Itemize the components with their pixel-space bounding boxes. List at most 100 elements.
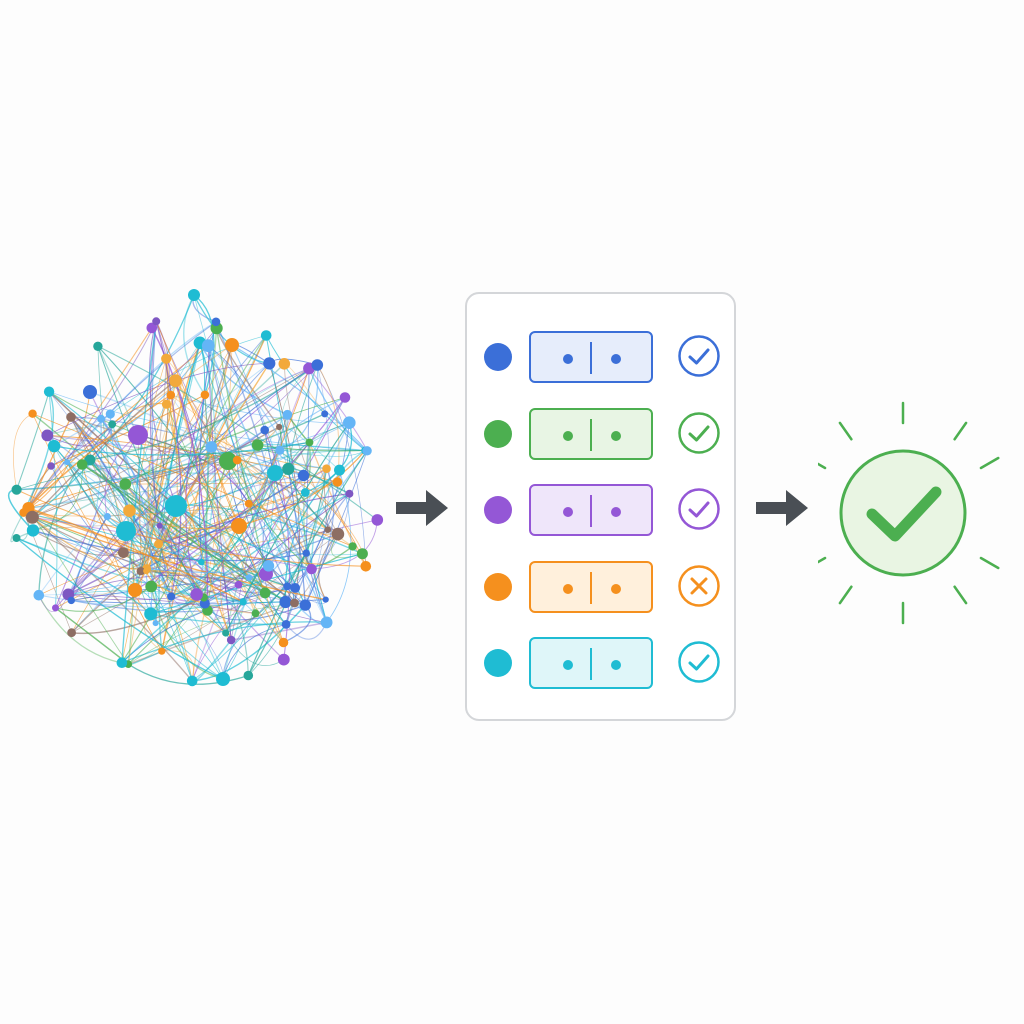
arrow-right-icon — [756, 490, 808, 526]
network-edge — [31, 516, 147, 570]
network-node — [26, 524, 40, 537]
network-edge — [174, 380, 284, 643]
network-edge — [107, 510, 339, 535]
network-node — [332, 477, 343, 487]
network-edge — [175, 342, 206, 507]
network-edge — [129, 510, 250, 579]
network-edge — [67, 459, 238, 595]
network-edge — [104, 434, 139, 517]
network-edge — [125, 397, 346, 485]
network-edge — [140, 570, 266, 594]
success-ray — [953, 421, 968, 441]
network-edge — [125, 483, 287, 625]
network-node — [152, 317, 161, 326]
network-edge — [211, 446, 339, 535]
pill-dot-right — [611, 507, 621, 517]
check-circle-icon — [678, 335, 720, 377]
network-node — [47, 462, 55, 470]
network-node — [290, 583, 300, 593]
network-node — [64, 459, 71, 466]
network-node — [348, 542, 357, 551]
network-edge — [195, 342, 217, 595]
network-node — [251, 439, 264, 451]
network-edge — [28, 507, 244, 603]
arrow-right-shape — [756, 490, 808, 526]
network-edge — [175, 380, 339, 535]
network-edge — [47, 434, 338, 483]
network-edge — [121, 621, 327, 664]
network-node — [145, 580, 158, 593]
network-edge — [23, 321, 217, 513]
network-edge — [287, 364, 318, 469]
network-edge — [236, 460, 306, 606]
network-node — [201, 339, 215, 353]
success-rays — [818, 401, 1000, 625]
check-circle-icon — [678, 641, 720, 683]
network-edge — [55, 434, 139, 609]
network-node — [278, 637, 289, 648]
network-edge — [238, 368, 310, 527]
network-edge — [71, 570, 142, 634]
checklist-row — [467, 635, 734, 691]
network-node — [154, 539, 164, 549]
network-node — [343, 416, 356, 429]
network-edge — [150, 335, 267, 587]
pill-divider — [590, 419, 592, 451]
network-edge — [207, 345, 306, 493]
network-edge — [13, 413, 33, 490]
pill-divider — [590, 648, 592, 680]
network-edge — [28, 468, 289, 509]
checklist-row — [467, 559, 734, 615]
network-edge — [31, 516, 193, 682]
network-edge — [231, 344, 368, 452]
network-node — [360, 561, 372, 572]
network-edge — [175, 505, 249, 676]
network-edge — [121, 460, 229, 664]
network-node — [276, 423, 283, 431]
network-node — [83, 385, 97, 399]
network-edge — [47, 434, 229, 462]
network-node — [167, 592, 176, 601]
pill-dot-right — [611, 660, 621, 670]
network-node — [166, 390, 176, 400]
network-edge — [28, 446, 212, 509]
network-edge — [16, 489, 366, 567]
network-edge — [150, 553, 363, 615]
network-node — [297, 469, 310, 482]
network-node — [278, 358, 291, 370]
checklist-row — [467, 329, 734, 385]
row-color-dot — [484, 420, 512, 448]
network-node — [105, 409, 115, 419]
network-edge — [125, 483, 286, 603]
checklist-row — [467, 482, 734, 538]
network-edge — [16, 537, 244, 603]
network-edge — [32, 464, 83, 531]
tangled-network-graph — [7, 289, 384, 687]
network-edge — [70, 416, 304, 477]
network-node — [119, 478, 132, 490]
network-edge — [191, 368, 310, 682]
row-toggle-pill — [529, 331, 653, 383]
network-node — [190, 588, 203, 601]
network-node — [290, 598, 299, 608]
network-edge — [279, 368, 310, 470]
network-nodes — [11, 289, 384, 687]
network-edge — [219, 525, 240, 641]
network-edge — [70, 416, 306, 494]
network-node — [216, 672, 230, 686]
network-edge — [158, 459, 238, 545]
network-edge — [183, 294, 206, 396]
network-node — [299, 599, 311, 611]
network-edge — [16, 391, 50, 490]
network-node — [362, 446, 372, 456]
network-node — [306, 563, 317, 575]
network-edge — [32, 516, 244, 603]
network-edge — [304, 468, 335, 606]
network-edge — [231, 621, 327, 641]
network-edge — [146, 565, 269, 574]
network-node — [66, 412, 76, 422]
network-node — [67, 596, 76, 605]
network-edge — [28, 394, 172, 509]
network-edge — [145, 570, 205, 605]
network-node — [156, 522, 163, 529]
